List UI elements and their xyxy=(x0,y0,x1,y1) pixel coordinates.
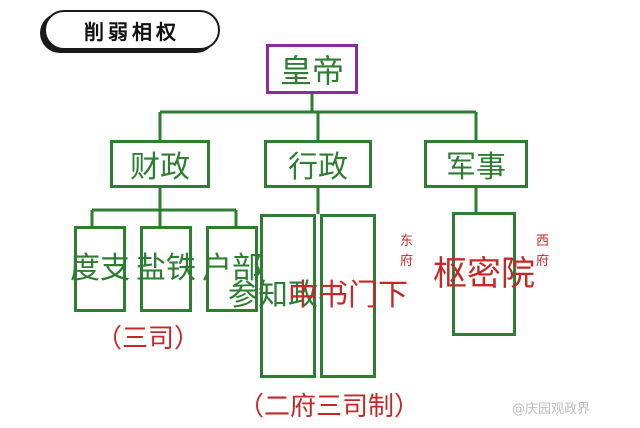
admin-box: 行政 xyxy=(264,140,372,188)
note-char: 东 xyxy=(400,234,414,249)
hubu-char: 户 xyxy=(202,251,232,286)
note-char: 西 xyxy=(536,234,550,249)
yantie-box: 盐 铁 xyxy=(136,226,196,312)
watermark: @庆园观政界 xyxy=(512,402,591,417)
duzhi-box: 度 支 xyxy=(70,226,130,312)
zhongshumenxia-char: 门 xyxy=(348,278,378,313)
zhongshumenxia-box: 中 书 门 下 xyxy=(288,214,408,378)
title-badge: 削弱相权 xyxy=(44,10,220,50)
canzhizhengshi-char: 参 xyxy=(228,278,258,313)
system-caption: （二府三司制） xyxy=(238,392,421,422)
east-office-note: 东 府 xyxy=(400,232,416,272)
note-char: 府 xyxy=(400,254,414,269)
military-box: 军事 xyxy=(424,140,528,188)
finance-box: 财政 xyxy=(110,140,210,188)
yantie-char: 盐 xyxy=(136,251,166,286)
yantie-char: 铁 xyxy=(166,251,196,286)
note-char: 府 xyxy=(536,254,550,269)
hubu-box: 户 部 xyxy=(202,226,262,312)
shumiyuan-char: 密 xyxy=(467,254,501,294)
emperor-box: 皇帝 xyxy=(266,44,358,94)
hubu-char: 部 xyxy=(232,251,262,286)
shumiyuan-box: 枢 密 院 xyxy=(433,212,535,336)
zhongshumenxia-char: 下 xyxy=(378,278,408,313)
west-office-note: 西 府 xyxy=(536,232,552,272)
duzhi-char: 度 xyxy=(70,251,100,286)
canzhizhengshi-char: 政 xyxy=(288,278,318,313)
shumiyuan-char: 院 xyxy=(501,254,535,294)
shumiyuan-char: 枢 xyxy=(433,254,467,294)
zhongshumenxia-char: 中 xyxy=(288,278,318,313)
canzhizhengshi-char: 知 xyxy=(258,278,288,313)
duzhi-char: 支 xyxy=(100,251,130,286)
three-offices-caption: （三司） xyxy=(96,324,201,354)
zhongshumenxia-char: 书 xyxy=(318,278,348,313)
